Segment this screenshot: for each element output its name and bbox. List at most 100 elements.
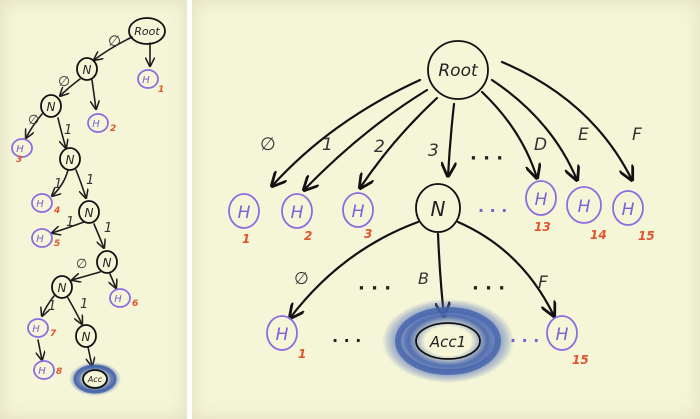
edge-n3-h4: [52, 169, 69, 196]
ellipsis: · · ·: [470, 148, 503, 169]
n-node: [415, 183, 461, 233]
edge-n5-h6: [110, 273, 116, 288]
root-node-label: Root: [438, 61, 479, 81]
leaf-index: 1: [242, 232, 250, 246]
accept-highlight-ring: [404, 312, 496, 368]
accept-node-label: Acc1: [429, 333, 466, 351]
leaf-node: [27, 318, 49, 338]
edge-label: ∅: [28, 113, 39, 128]
edge-label: B: [418, 269, 429, 288]
accept-node-label: Acc: [87, 375, 103, 384]
left-diagram-panel: ∅ ∅ ∅ 1 1 1 1 1 ∅ 1 1 Root N N N N N N N…: [0, 0, 187, 419]
n-node-label: N: [47, 100, 56, 114]
right-trie-diagram: ∅ 1 2 3 · · · D E F Root H 1 H 2 H 3 H 1…: [228, 40, 655, 383]
root-node: [427, 40, 489, 100]
leaf-index: 2: [110, 124, 116, 134]
leaf-label: H: [622, 200, 635, 220]
leaf-node: [546, 315, 578, 351]
leaf-index: 4: [53, 206, 60, 216]
edge-n4-h5: [52, 221, 85, 233]
leaf-label: H: [16, 144, 24, 155]
leaf-index: 5: [54, 239, 60, 249]
accept-highlight-ring: [395, 307, 501, 375]
edge-root-h14: [490, 78, 577, 180]
leaf-index: 15: [638, 229, 655, 243]
leaf-node: [137, 69, 159, 89]
edge-n5-n6: [72, 271, 101, 280]
accept-node: [415, 322, 481, 360]
ellipsis: · · ·: [358, 278, 391, 299]
edge-label: ∅: [58, 74, 70, 90]
leaf-label: H: [352, 202, 365, 222]
leaf-index: 14: [590, 228, 607, 242]
leaf-label: H: [92, 119, 100, 130]
right-diagram-panel: ∅ 1 2 3 · · · D E F Root H 1 H 2 H 3 H 1…: [192, 0, 700, 419]
edge-root-n: [448, 102, 454, 176]
left-trie-diagram: ∅ ∅ ∅ 1 1 1 1 1 ∅ 1 1 Root N N N N N N N…: [11, 17, 166, 396]
leaf-label: H: [238, 203, 251, 223]
ellipsis: · · ·: [478, 201, 507, 220]
edge-label: 1: [48, 299, 56, 314]
leaf-index: 15: [572, 353, 589, 367]
n-node-label: N: [83, 63, 92, 77]
edge-label: D: [534, 135, 547, 155]
n-node-label: N: [431, 197, 446, 221]
accept-highlight-ring: [73, 364, 117, 394]
edge-n4-n5: [93, 223, 104, 248]
leaf-index: 13: [534, 220, 551, 234]
edge-n3-n4: [75, 169, 86, 198]
leaf-label: H: [556, 325, 569, 345]
leaf-index: 6: [132, 299, 138, 309]
edge-n-h15: [456, 220, 554, 316]
leaf-label: H: [38, 366, 46, 377]
accept-node: [82, 369, 108, 389]
edge-label: 1: [80, 297, 88, 312]
edge-label: 1: [86, 173, 94, 188]
edge-label: 1: [54, 177, 62, 192]
leaf-label: H: [291, 203, 304, 223]
edge-label: ∅: [260, 134, 276, 155]
leaf-node: [109, 288, 131, 308]
edge-n2-n3: [57, 117, 66, 148]
leaf-label: H: [276, 325, 289, 345]
n-node: [76, 57, 98, 81]
leaf-node: [228, 193, 260, 229]
n-node: [59, 147, 81, 171]
n-node: [75, 324, 97, 348]
n-node-label: N: [103, 256, 112, 270]
leaf-node: [525, 180, 557, 216]
leaf-index: 2: [304, 229, 312, 243]
leaf-node: [87, 113, 109, 133]
leaf-index: 1: [158, 85, 164, 95]
n-node-label: N: [85, 206, 94, 220]
edge-root-n1: [94, 36, 133, 60]
edge-h7-h8: [38, 339, 42, 360]
edge-label: E: [578, 125, 589, 145]
n-node: [51, 275, 73, 299]
n-node-label: N: [82, 330, 91, 344]
edge-root-h3: [360, 96, 439, 188]
n-node: [40, 94, 62, 118]
leaf-label: H: [142, 75, 150, 86]
edge-n-h1: [290, 220, 420, 318]
ellipsis: · · ·: [510, 331, 539, 350]
leaf-node: [281, 193, 313, 229]
leaf-index: 3: [16, 155, 22, 165]
edge-label: 1: [104, 221, 112, 236]
edge-n6-n7: [67, 297, 82, 324]
leaf-node: [31, 193, 53, 213]
n-node: [96, 250, 118, 274]
leaf-label: H: [36, 234, 44, 245]
leaf-node: [342, 192, 374, 228]
edge-label: 2: [374, 137, 385, 157]
edge-label: ∅: [108, 32, 121, 50]
edge-label: 1: [64, 123, 72, 138]
root-node-label: Root: [134, 25, 160, 38]
edge-label: 3: [428, 141, 439, 161]
leaf-node: [612, 190, 644, 226]
leaf-index: 3: [364, 227, 372, 241]
edge-root-h15: [500, 60, 632, 180]
leaf-index: 1: [298, 347, 306, 361]
ellipsis: · · ·: [472, 278, 505, 299]
ellipsis: · · ·: [332, 331, 361, 350]
